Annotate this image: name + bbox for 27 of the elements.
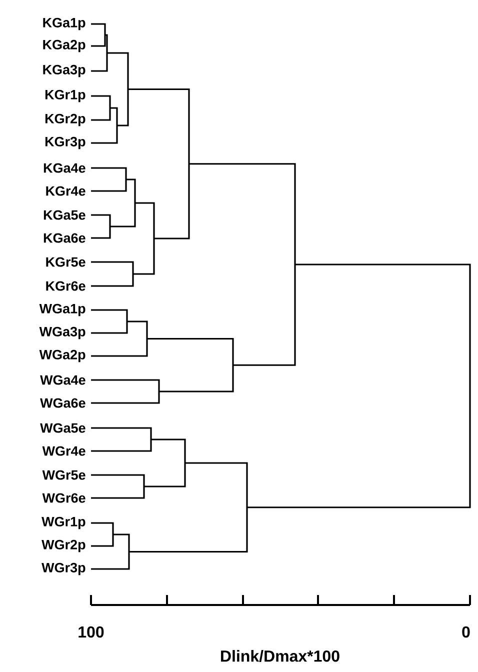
tick-label: 0 xyxy=(462,626,470,638)
leaf-label: WGr2p xyxy=(42,540,86,552)
leaf-label: KGr6e xyxy=(46,281,86,291)
leaf-label: WGa1p xyxy=(39,304,86,316)
leaf-label: KGr2p xyxy=(45,114,86,126)
axis-title: Dlink/Dmax*100 xyxy=(221,650,340,662)
leaf-label: KGr3p xyxy=(45,136,86,150)
leaf-label: WGr1p xyxy=(42,516,86,530)
leaf-label: KGa2p xyxy=(43,40,86,52)
leaf-label: WGr4e xyxy=(42,446,86,456)
leaf-label: KGa1p xyxy=(43,18,86,30)
leaf-label: WGa4e xyxy=(40,375,86,385)
leaf-label: KGa5e xyxy=(44,210,86,220)
leaf-label: WGr6e xyxy=(42,493,86,503)
leaf-label: KGr5e xyxy=(46,257,86,267)
leaf-label: KGr1p xyxy=(45,90,86,102)
leaf-label: KGa4e xyxy=(44,163,86,173)
leaf-label: WGa6e xyxy=(40,398,86,408)
tick-label: 100 xyxy=(78,626,104,638)
leaf-label: KGa6e xyxy=(44,233,86,243)
leaf-label: WGa5e xyxy=(40,423,86,433)
leaf-label: KGa3p xyxy=(43,64,86,78)
leaf-label: KGr4e xyxy=(46,186,86,196)
leaf-label: WGr5e xyxy=(42,470,86,480)
leaf-label: WGr3p xyxy=(42,562,86,576)
leaf-label: WGa3p xyxy=(39,326,86,340)
leaf-label: WGa2p xyxy=(39,350,86,362)
